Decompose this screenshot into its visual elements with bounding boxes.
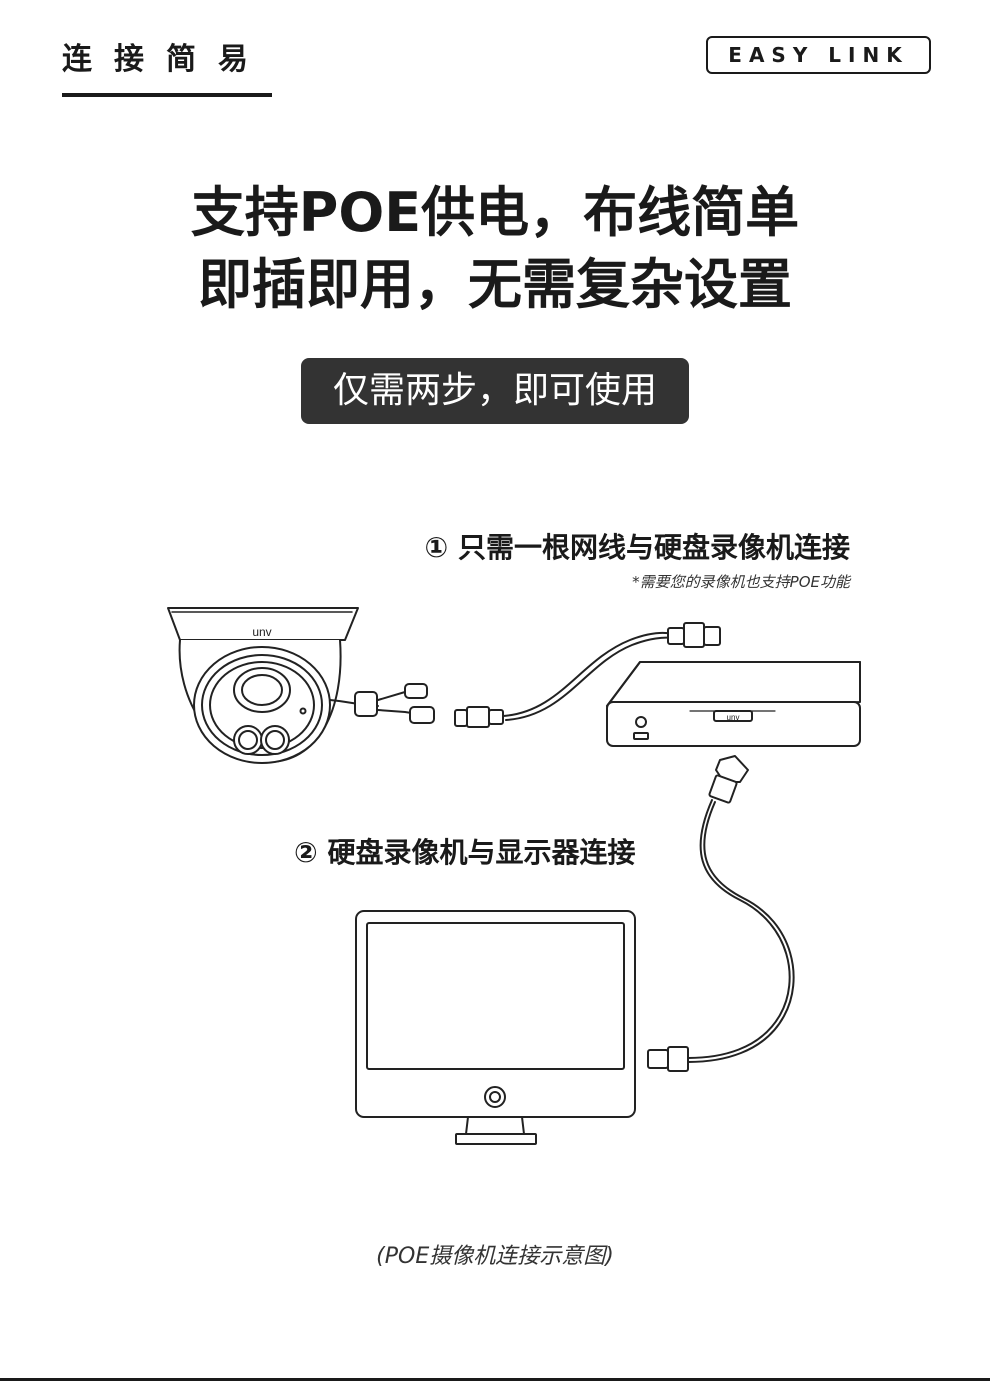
easy-link-badge: EASY LINK [706, 36, 931, 74]
section-title: 连接简易 [62, 42, 270, 77]
diagram-caption: (POE摄像机连接示意图) [376, 1244, 614, 1269]
camera-logo: unv [252, 625, 271, 639]
nvr-recorder-icon [606, 661, 861, 747]
headline-line-2: 即插即用，无需复杂设置 [198, 253, 792, 316]
monitor-icon [355, 910, 636, 1145]
two-steps-pill: 仅需两步，即可使用 [301, 358, 689, 424]
step-2-label: ② 硬盘录像机与显示器连接 [294, 836, 636, 869]
hdmi-cable-icon [647, 755, 795, 1072]
bottom-rule [0, 1378, 990, 1381]
network-cable-icon [454, 622, 721, 728]
nvr-logo: unv [727, 713, 740, 722]
step-1-note: *需要您的录像机也支持POE功能 [632, 573, 850, 591]
title-underline [62, 93, 272, 97]
dome-camera-icon [167, 607, 435, 764]
headline-line-1: 支持POE供电，布线简单 [190, 181, 800, 244]
step-1-label: ① 只需一根网线与硬盘录像机连接 [424, 531, 850, 564]
